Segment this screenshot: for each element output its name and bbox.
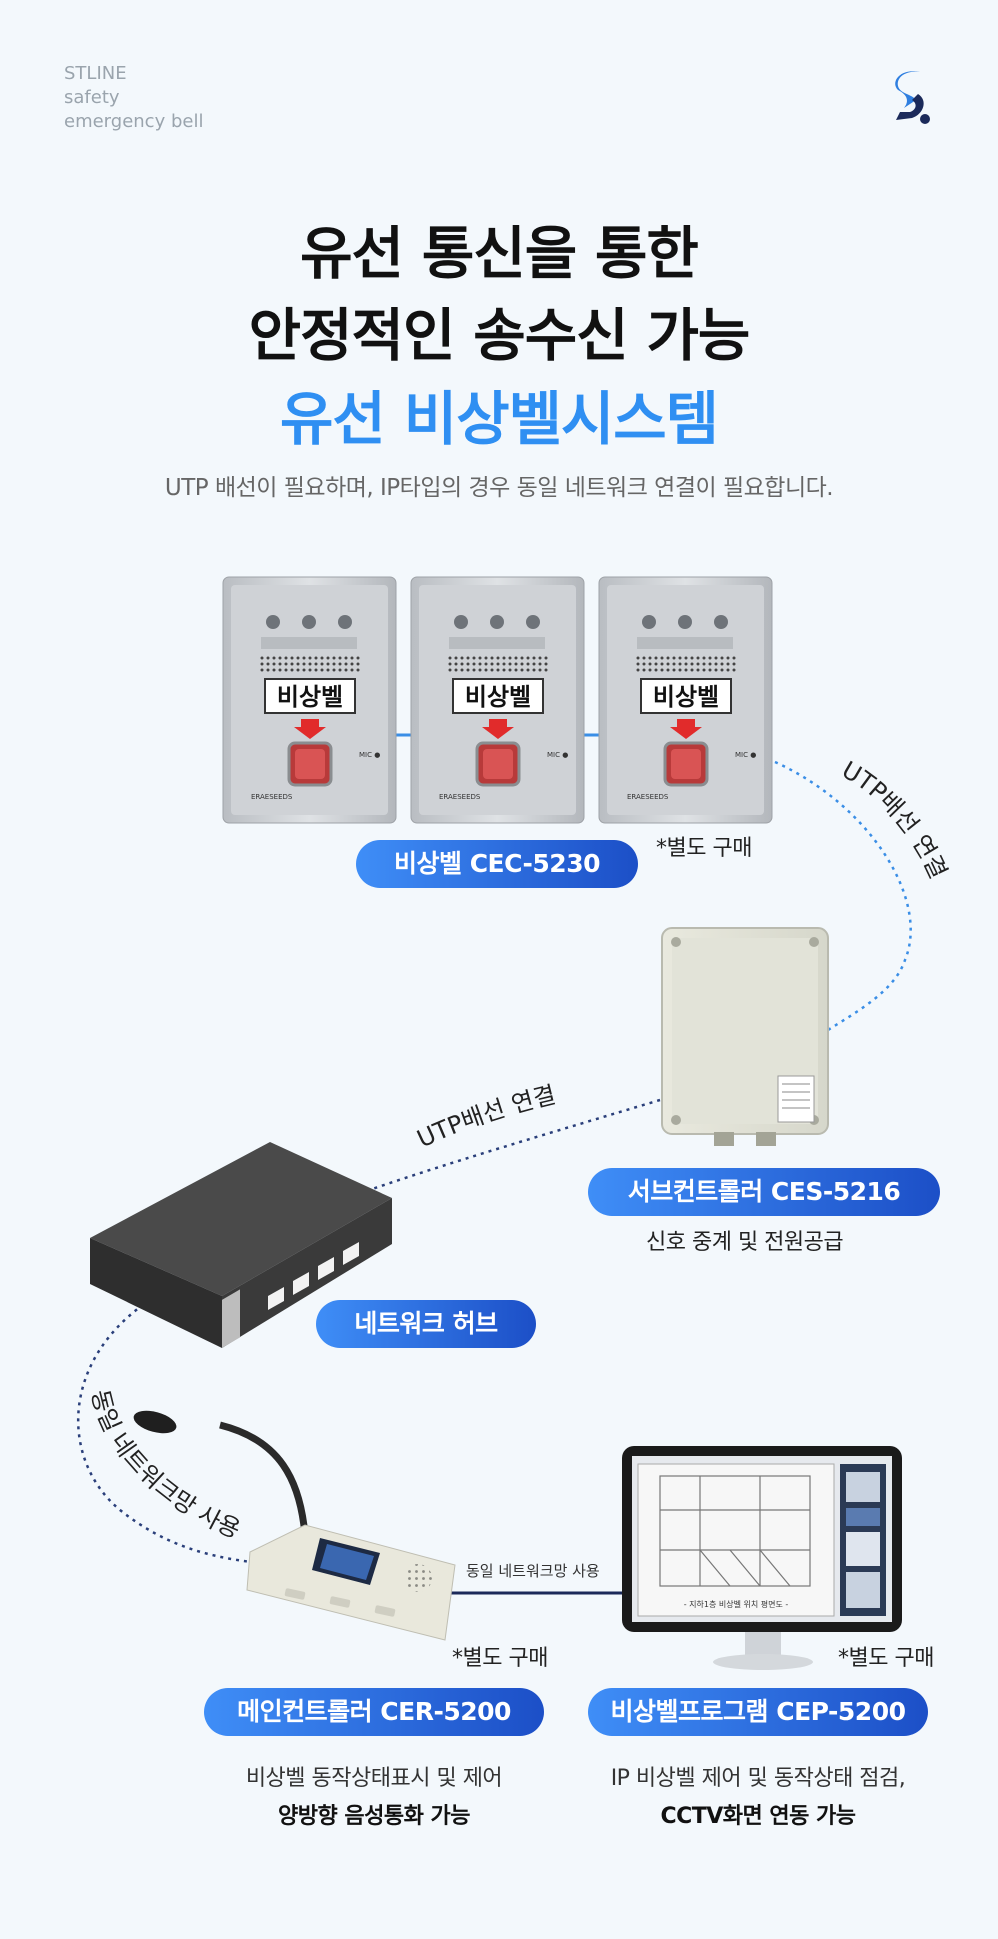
bell-face-label: 비상벨	[277, 683, 343, 711]
cable-gland-icon	[756, 1132, 776, 1146]
mic-label: MIC ●	[735, 751, 756, 759]
bell-speaker-grille	[446, 655, 548, 673]
cable-gland-icon	[714, 1132, 734, 1146]
sub-controller-label-pill: 서브컨트롤러 CES-5216	[588, 1168, 940, 1216]
bell-screw-icon	[338, 615, 352, 629]
sub-controller-desc: 신호 중계 및 전원공급	[646, 1230, 844, 1255]
down-arrow-icon	[670, 719, 702, 739]
bell-face-label: 비상벨	[653, 683, 719, 711]
bell-brand-label: ERAESEEDS	[439, 793, 481, 801]
headline-line-3: 유선 비상벨시스템	[279, 385, 719, 453]
stline-logo-icon	[895, 71, 930, 124]
headline-line-1: 유선 통신을 통한	[300, 221, 699, 287]
bell-panel-2: 비상벨 MIC ● ERAESEEDS	[410, 576, 585, 824]
main-controller-note: *별도 구매	[452, 1646, 548, 1671]
headline-line-2: 안정적인 송수신 가능	[248, 303, 751, 369]
network-line-hub-main	[77, 1298, 281, 1567]
main-controller-label-pill: 메인컨트롤러 CER-5200	[204, 1688, 544, 1736]
bell-brand-label: ERAESEEDS	[251, 793, 293, 801]
down-arrow-icon	[482, 719, 514, 739]
brand-line-2: safety	[64, 87, 120, 108]
network-label-hub-main: 동일 네트워크망 사용	[86, 1387, 245, 1544]
main-controller-desc: 비상벨 동작상태표시 및 제어 양방향 음성통화 가능	[204, 1760, 544, 1830]
main-controller-desc-2: 양방향 음성통화 가능	[278, 1804, 470, 1829]
program-desc: IP 비상벨 제어 및 동작상태 점검, CCTV화면 연동 가능	[568, 1760, 948, 1830]
program-desc-1: IP 비상벨 제어 및 동작상태 점검,	[610, 1766, 906, 1791]
main-controller-desc-1: 비상벨 동작상태표시 및 제어	[245, 1766, 503, 1791]
network-label-main-program: 동일 네트워크망 사용	[466, 1562, 600, 1580]
floor-plan	[659, 1475, 811, 1587]
bell-screw-icon	[302, 615, 316, 629]
bell-label-pill: 비상벨 CEC-5230	[356, 840, 638, 888]
bell-screw-icon	[454, 615, 468, 629]
program-label-pill: 비상벨프로그램 CEP-5200	[588, 1688, 928, 1736]
bell-speaker-grille	[634, 655, 736, 673]
bell-screw-icon	[714, 615, 728, 629]
hub-label-pill: 네트워크 허브	[316, 1300, 536, 1348]
bell-screw-icon	[526, 615, 540, 629]
down-arrow-icon	[294, 719, 326, 739]
monitor-program: - 지하1층 비상벨 위치 평면도 -	[622, 1446, 902, 1670]
main-controller	[133, 1410, 456, 1641]
program-desc-2: CCTV화면 연동 가능	[660, 1804, 856, 1829]
screen-caption: - 지하1층 비상벨 위치 평면도 -	[684, 1599, 789, 1609]
brand-block: STLINE safety emergency bell	[64, 62, 203, 134]
bell-screw-icon	[266, 615, 280, 629]
bell-brand-label: ERAESEEDS	[627, 793, 669, 801]
network-hub	[90, 1142, 392, 1348]
bell-screw-icon	[678, 615, 692, 629]
bell-note: *별도 구매	[656, 836, 752, 861]
utp-label-sub-hub: UTP배선 연결	[413, 1081, 559, 1154]
mic-label: MIC ●	[359, 751, 380, 759]
utp-line-bell-sub	[774, 760, 912, 1032]
bell-screw-icon	[642, 615, 656, 629]
sub-controller-enclosure	[661, 927, 829, 1146]
utp-label-bell-sub: UTP배선 연결	[837, 756, 952, 883]
brand-line-3: emergency bell	[64, 111, 204, 132]
program-note: *별도 구매	[838, 1646, 934, 1671]
bell-panel-1: 비상벨 MIC ● ERAESEEDS	[222, 576, 397, 824]
ethernet-port-icon	[268, 1242, 359, 1310]
gooseneck-mic-icon	[219, 1421, 309, 1536]
bell-face-label: 비상벨	[465, 683, 531, 711]
bell-screw-icon	[490, 615, 504, 629]
subtitle: UTP 배선이 필요하며, IP타입의 경우 동일 네트워크 연결이 필요합니다…	[164, 475, 834, 501]
brand-line-1: STLINE	[64, 63, 127, 84]
bell-speaker-grille	[258, 655, 360, 673]
spec-sticker	[777, 1075, 815, 1123]
bell-panel-3: 비상벨 MIC ● ERAESEEDS	[598, 576, 773, 824]
utp-line-sub-hub	[354, 1098, 661, 1197]
mic-label: MIC ●	[547, 751, 568, 759]
